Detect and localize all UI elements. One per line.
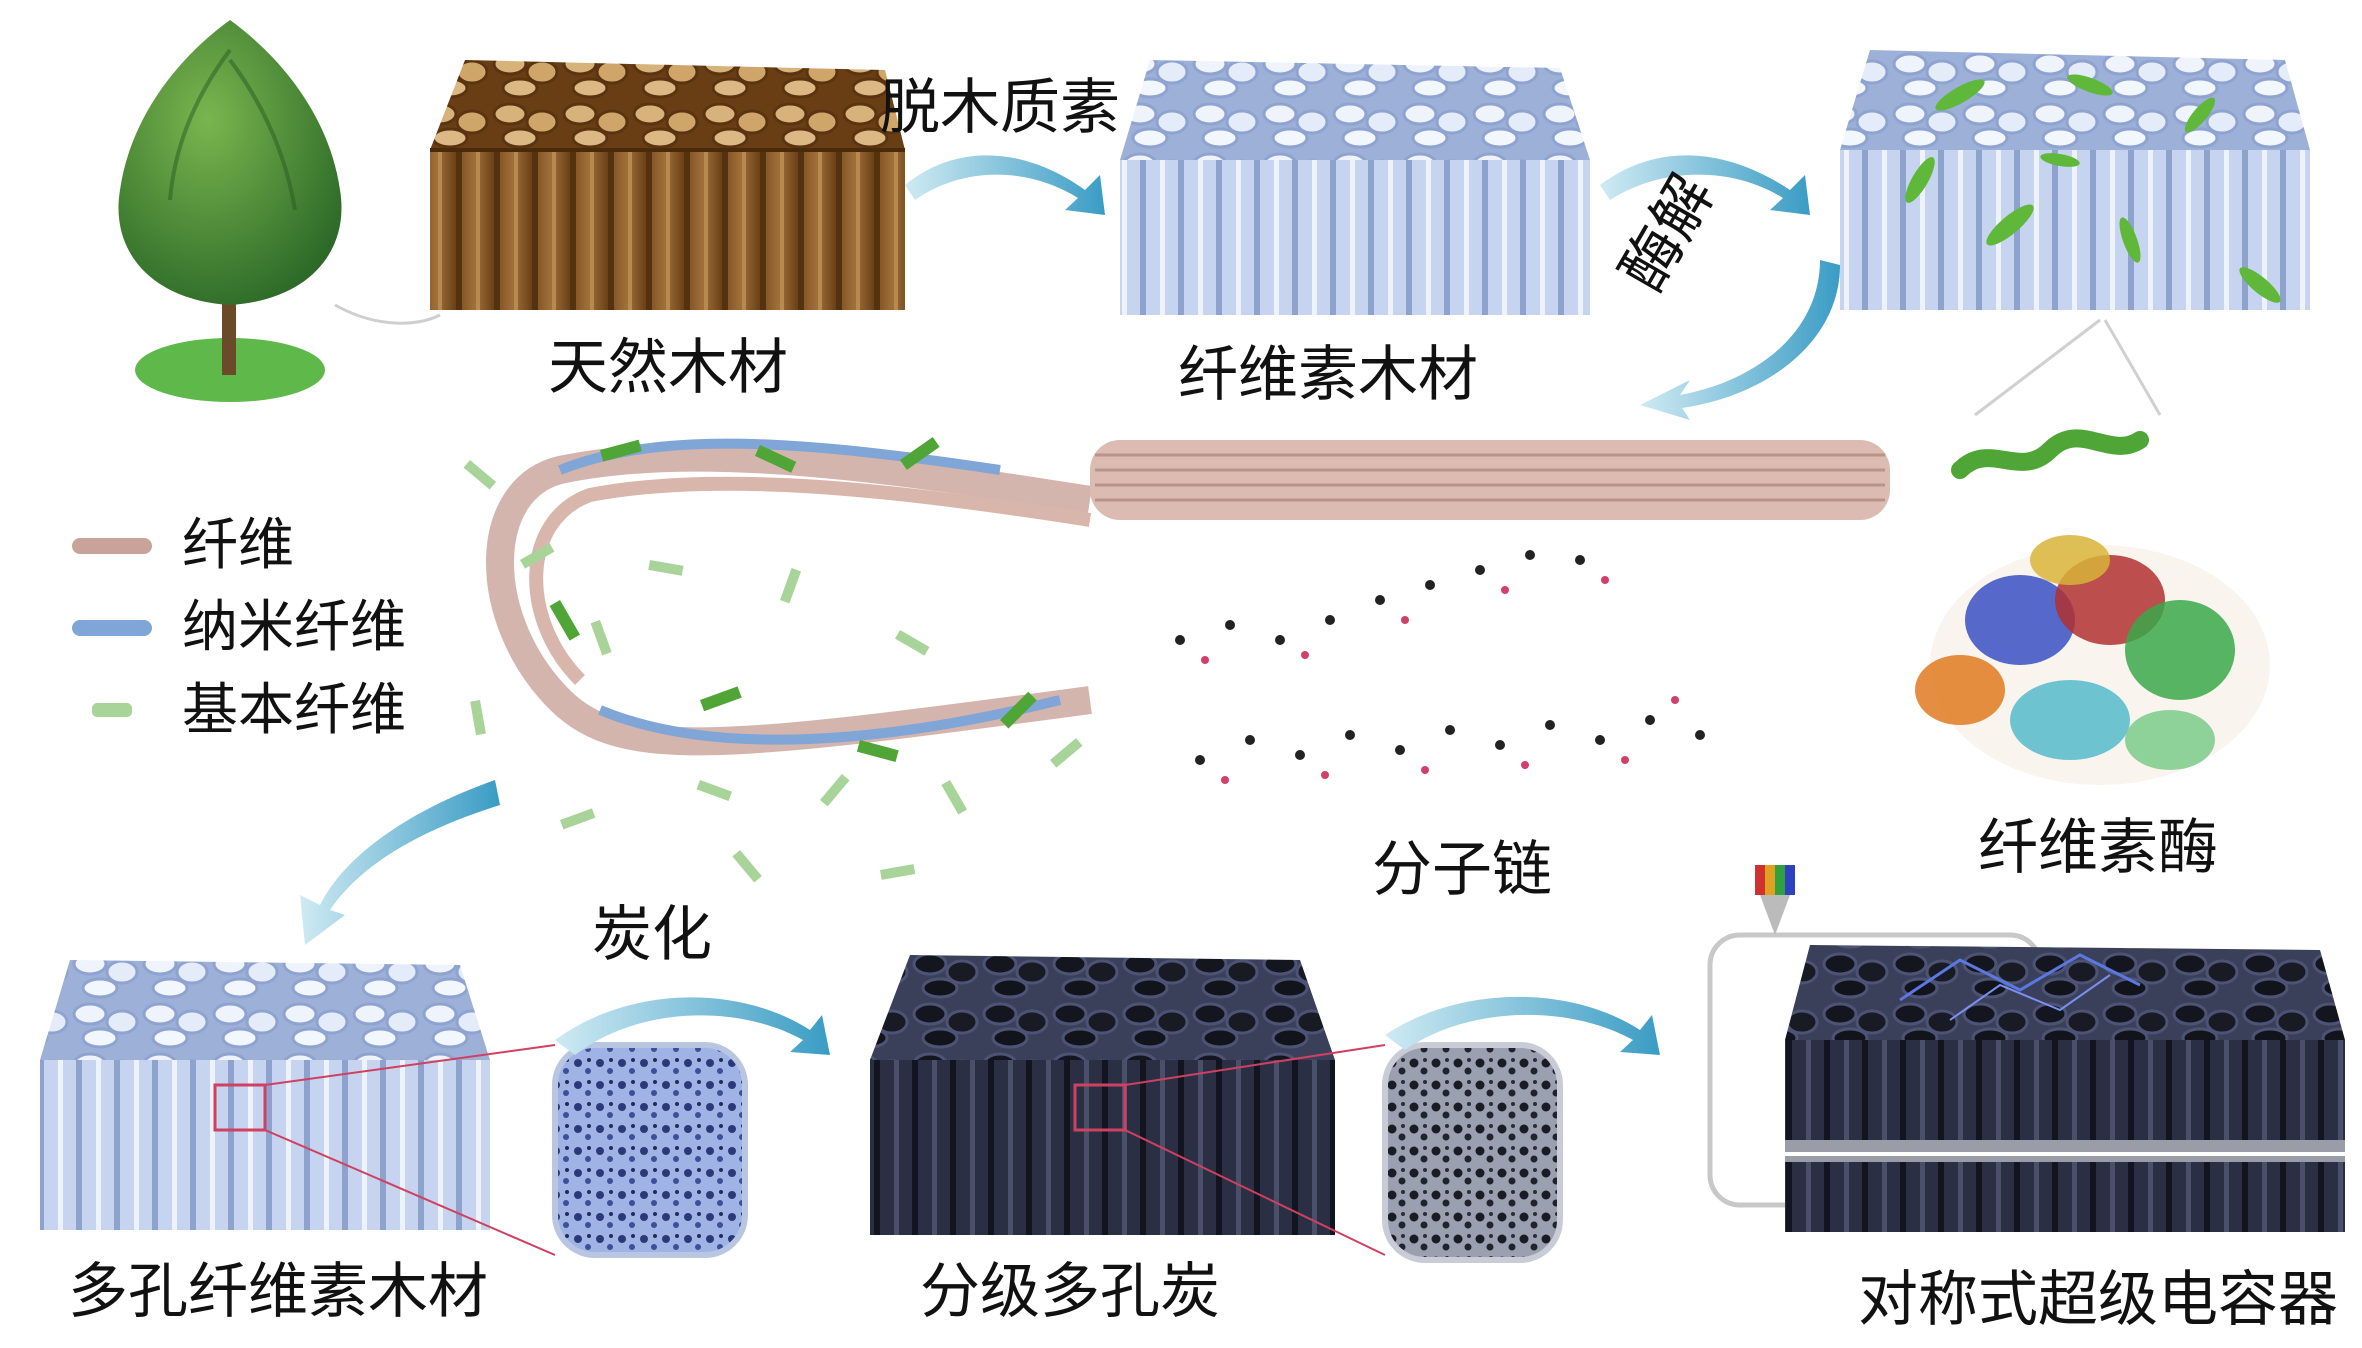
label-delignification: 脱木质素 [880, 78, 1120, 138]
porous-cellulose-zoom [555, 1045, 745, 1255]
porous-cellulose-wood-block [40, 960, 490, 1230]
label-hierarchical-porous-carbon: 分级多孔炭 [920, 1262, 1220, 1322]
porous-carbon-zoom [1385, 1045, 1560, 1260]
tree-illustration [118, 20, 341, 402]
label-molecular-chain: 分子链 [1372, 840, 1552, 900]
label-porous-cellulose-wood: 多孔纤维素木材 [68, 1262, 488, 1322]
zoom-lines-cellulase [1975, 320, 2160, 415]
hierarchical-porous-carbon-block [870, 955, 1335, 1235]
legend-label-elementary-fiber: 基本纤维 [182, 683, 406, 739]
tree-connector-line [335, 305, 440, 323]
label-carbonization: 炭化 [592, 905, 712, 965]
legend-label-fiber: 纤维 [182, 518, 294, 574]
arrow-to-porous-wood [300, 780, 500, 945]
legend-label-nanofiber: 纳米纤维 [182, 600, 406, 656]
cellulose-wood-block [1120, 60, 1590, 315]
molecular-chain-illustration [1175, 550, 1705, 784]
legend [72, 538, 152, 717]
legend-swatch-nanofiber [72, 620, 152, 636]
legend-swatch-fiber [72, 538, 152, 554]
label-symmetric-supercapacitor: 对称式超级电容器 [1858, 1270, 2338, 1330]
legend-swatch-elementary-fiber [92, 703, 132, 717]
label-natural-wood: 天然木材 [548, 338, 788, 398]
natural-wood-block [430, 60, 905, 310]
cellulase-enzyme-illustration [1915, 438, 2270, 785]
enzyme-treated-wood-block [1840, 50, 2310, 310]
color-indicator-icon [1755, 865, 1795, 935]
fiber-bundle-illustration [464, 437, 1890, 882]
supercapacitor-illustration [1710, 865, 2345, 1232]
arrow-delignification [905, 155, 1105, 215]
label-cellulase: 纤维素酶 [1978, 818, 2218, 878]
label-cellulose-wood: 纤维素木材 [1178, 345, 1478, 405]
